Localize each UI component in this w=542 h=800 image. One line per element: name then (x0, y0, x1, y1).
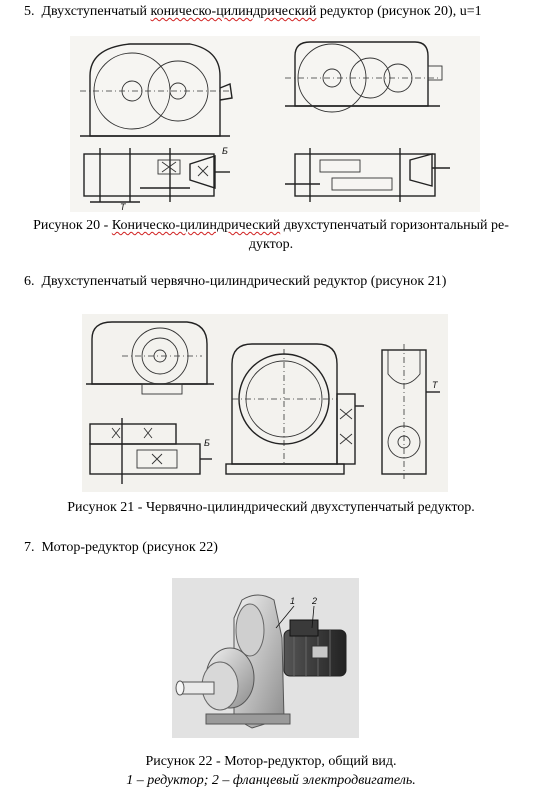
figure-20-caption-spellchecked: Коническо-цилиндрический (111, 218, 281, 233)
section-6-title: Двухступенчатый червячно-цилиндрический … (41, 274, 447, 289)
figure-22-legend: 1 – редуктор; 2 – фланцевый электродвига… (0, 771, 542, 790)
section-7-heading: 7. Мотор-редуктор (рисунок 22) (24, 540, 218, 556)
figure-20-caption-line1-post: двухступенчатый горизонтальный ре- (280, 218, 509, 233)
figure-22-callout-1: 1 (290, 596, 295, 606)
section-6-heading: 6. Двухступенчатый червячно-цилиндрическ… (24, 274, 446, 290)
figure-20-label-b: Б (222, 146, 228, 156)
section-5-title-post: редуктор (рисунок 20), u=1 (316, 4, 482, 19)
figure-21-caption-text: Рисунок 21 - Червячно-цилиндрический дву… (67, 500, 475, 515)
figure-20-label-t: Т (120, 202, 127, 212)
section-7-number: 7. (24, 540, 35, 555)
figure-22-legend-text: 1 – редуктор; 2 – фланцевый электродвига… (126, 773, 416, 788)
figure-21-label-b: Б (204, 438, 210, 448)
section-5-title-pre: Двухступенчатый (41, 4, 151, 19)
figure-21-label-t: Т (432, 380, 439, 390)
figure-22-photo: 1 2 (172, 578, 359, 738)
figure-22-callout-2: 2 (311, 596, 317, 606)
figure-22-caption: Рисунок 22 - Мотор-редуктор, общий вид. (0, 752, 542, 771)
section-5-title-spellchecked: коническо-цилиндрический (150, 4, 317, 19)
figure-21-drawing: Б Т (82, 314, 448, 492)
figure-20-caption: Рисунок 20 - Коническо-цилиндрический дв… (0, 216, 542, 254)
section-6-number: 6. (24, 274, 35, 289)
section-5-number: 5. (24, 4, 35, 19)
figure-20-caption-line2: дуктор. (248, 237, 294, 252)
figure-21-svg: Б Т (86, 321, 440, 484)
figure-22-caption-text: Рисунок 22 - Мотор-редуктор, общий вид. (145, 754, 397, 769)
figure-20-drawing: Б Т (70, 36, 480, 212)
figure-21-caption: Рисунок 21 - Червячно-цилиндрический дву… (0, 498, 542, 517)
section-5-heading: 5. Двухступенчатый коническо-цилиндричес… (24, 4, 482, 20)
figure-22-svg: 1 2 (172, 578, 359, 738)
figure-20-caption-pre: Рисунок 20 - (33, 218, 112, 233)
section-7-title: Мотор-редуктор (рисунок 22) (41, 540, 218, 555)
figure-20-svg: Б Т (80, 41, 450, 212)
